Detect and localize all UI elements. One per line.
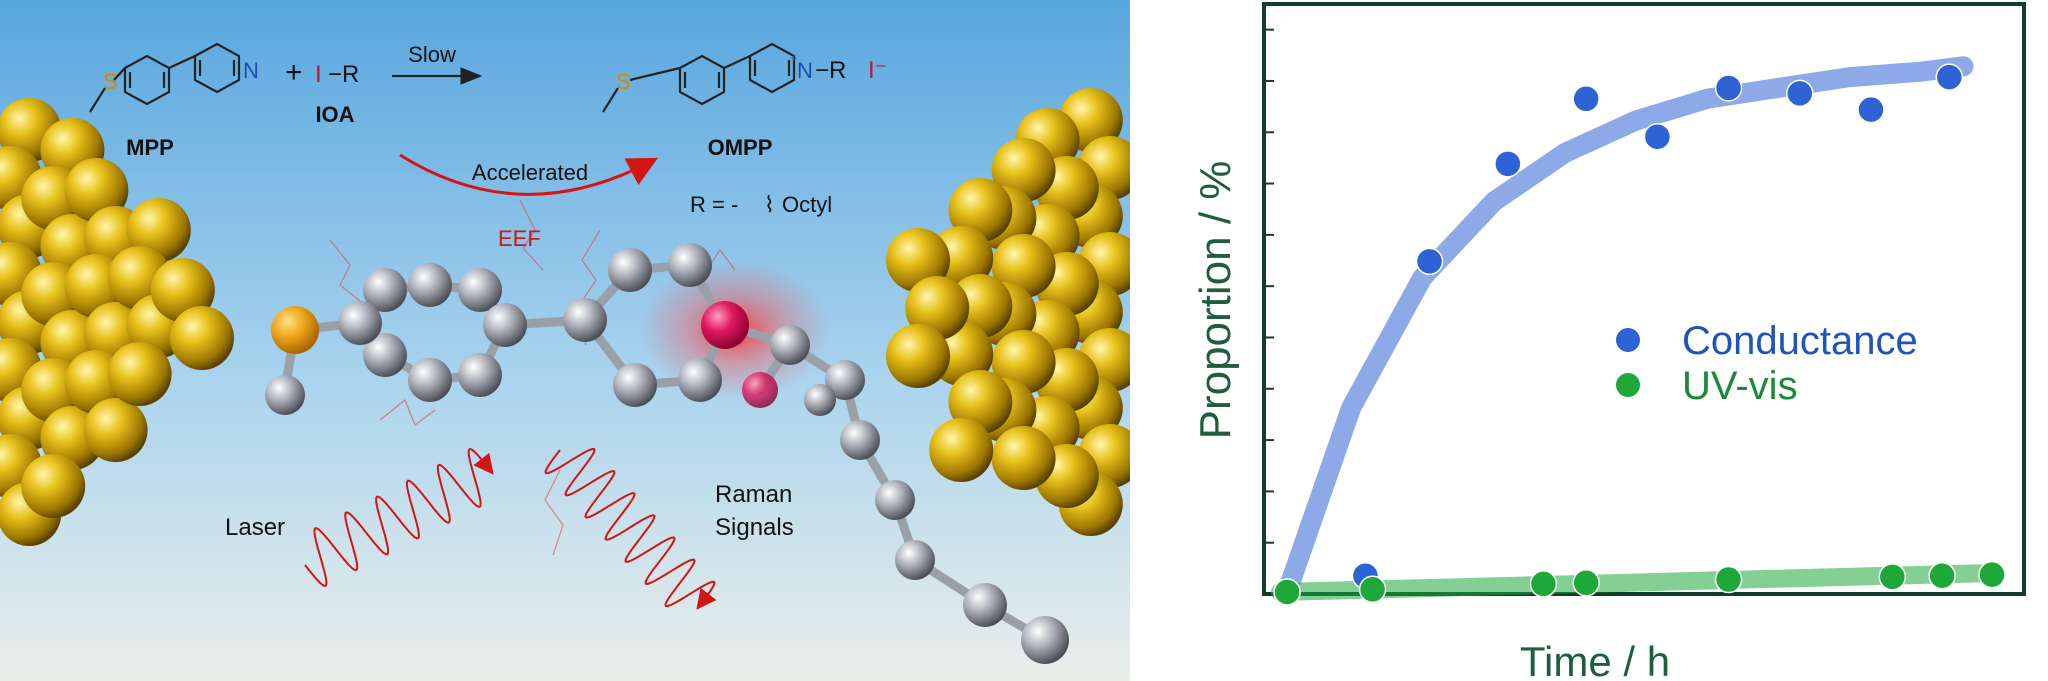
data-point-conductance bbox=[1786, 79, 1814, 108]
gold-atom bbox=[948, 370, 1013, 434]
data-point-uvvis bbox=[1358, 575, 1387, 604]
r-definition-prefix: R = - bbox=[690, 192, 738, 217]
gold-atom bbox=[991, 138, 1056, 202]
ioa-iodine-atom: I bbox=[315, 61, 322, 88]
ompp-nitrogen-atom: N bbox=[797, 58, 813, 83]
slow-label: Slow bbox=[408, 42, 456, 67]
plus-sign: + bbox=[285, 56, 303, 89]
ioa-label: IOA bbox=[315, 102, 354, 127]
ompp-iodide: I⁻ bbox=[868, 57, 887, 84]
gold-atom bbox=[64, 158, 129, 222]
legend-label-conductance: Conductance bbox=[1682, 319, 1918, 363]
fit-curves bbox=[1271, 56, 2001, 602]
y-axis-label: Proportion / % bbox=[1191, 161, 1240, 440]
raman-label-line2: Signals bbox=[715, 514, 794, 541]
ioa-r-group: −R bbox=[328, 61, 359, 88]
data-point-conductance bbox=[1714, 74, 1743, 102]
plot-frame bbox=[1262, 2, 2026, 596]
ompp-structure bbox=[602, 42, 796, 113]
gold-atom bbox=[991, 234, 1056, 298]
accelerated-label: Accelerated bbox=[472, 160, 588, 185]
gold-atom bbox=[948, 178, 1013, 242]
gold-atom bbox=[150, 258, 215, 322]
ompp-r-group: −R bbox=[815, 57, 846, 84]
data-point-conductance bbox=[1643, 122, 1672, 151]
accelerated-arrow bbox=[399, 153, 658, 196]
left-gold-electrode bbox=[0, 98, 234, 546]
data-point-uvvis bbox=[1273, 578, 1301, 606]
ompp-positive-charge: + bbox=[790, 51, 797, 65]
legend-marker-conductance bbox=[1616, 328, 1640, 352]
gold-atom bbox=[107, 342, 172, 406]
data-point-conductance bbox=[1857, 95, 1885, 124]
ompp-label: OMPP bbox=[708, 135, 773, 160]
raman-label-line1: Raman bbox=[715, 481, 792, 508]
legend-marker-uvvis bbox=[1616, 373, 1640, 397]
gold-atom bbox=[929, 418, 994, 482]
gold-atom bbox=[991, 330, 1056, 394]
mpp-nitrogen-atom: N bbox=[243, 58, 259, 83]
laser-label: Laser bbox=[225, 514, 285, 541]
data-point-conductance bbox=[1572, 85, 1600, 113]
gold-atom bbox=[886, 324, 950, 388]
gold-atom bbox=[170, 306, 234, 370]
data-point-uvvis bbox=[1714, 565, 1743, 594]
gold-atom bbox=[905, 276, 970, 340]
fit-curve-conductance bbox=[1277, 56, 1974, 602]
ompp-sulfur-atom: S bbox=[616, 69, 631, 94]
mpp-sulfur-atom: S bbox=[103, 69, 118, 94]
data-points bbox=[1273, 63, 2006, 606]
proportion-vs-time-chart: Proportion / % Time / h Conductance UV-v… bbox=[1191, 2, 2026, 681]
chart-legend: Conductance UV-vis bbox=[1616, 319, 1918, 408]
right-gold-electrode bbox=[886, 88, 1130, 536]
data-point-uvvis bbox=[1928, 561, 1956, 590]
data-point-conductance bbox=[1494, 150, 1522, 178]
fit-curve-uvvis bbox=[1271, 564, 2001, 601]
r-definition-wavy: ⌇ bbox=[764, 192, 775, 217]
x-axis-label: Time / h bbox=[1520, 638, 1670, 681]
data-point-uvvis bbox=[1529, 570, 1558, 598]
legend-label-uvvis: UV-vis bbox=[1682, 364, 1798, 408]
gold-atom bbox=[83, 398, 148, 462]
y-axis-ticks bbox=[1264, 28, 1274, 544]
gold-atom bbox=[21, 454, 86, 518]
data-point-conductance bbox=[1935, 63, 1964, 91]
data-point-uvvis bbox=[1978, 560, 2006, 589]
laser-wave bbox=[304, 447, 494, 588]
molecular-junction-illustration: S N MPP + I −R IOA Slow Accelerated S N … bbox=[0, 0, 1130, 681]
data-point-uvvis bbox=[1572, 569, 1600, 597]
data-point-conductance bbox=[1415, 247, 1444, 276]
raman-wave bbox=[544, 447, 717, 610]
gold-atom bbox=[991, 426, 1056, 490]
eef-label: EEF bbox=[498, 226, 541, 251]
omp-molecule-model bbox=[265, 243, 1069, 664]
gold-atom bbox=[126, 198, 191, 262]
data-point-uvvis bbox=[1878, 563, 1907, 591]
r-definition-suffix: Octyl bbox=[782, 192, 832, 217]
mpp-structure bbox=[89, 42, 241, 113]
gold-atom bbox=[886, 228, 950, 292]
mpp-label: MPP bbox=[126, 135, 174, 160]
